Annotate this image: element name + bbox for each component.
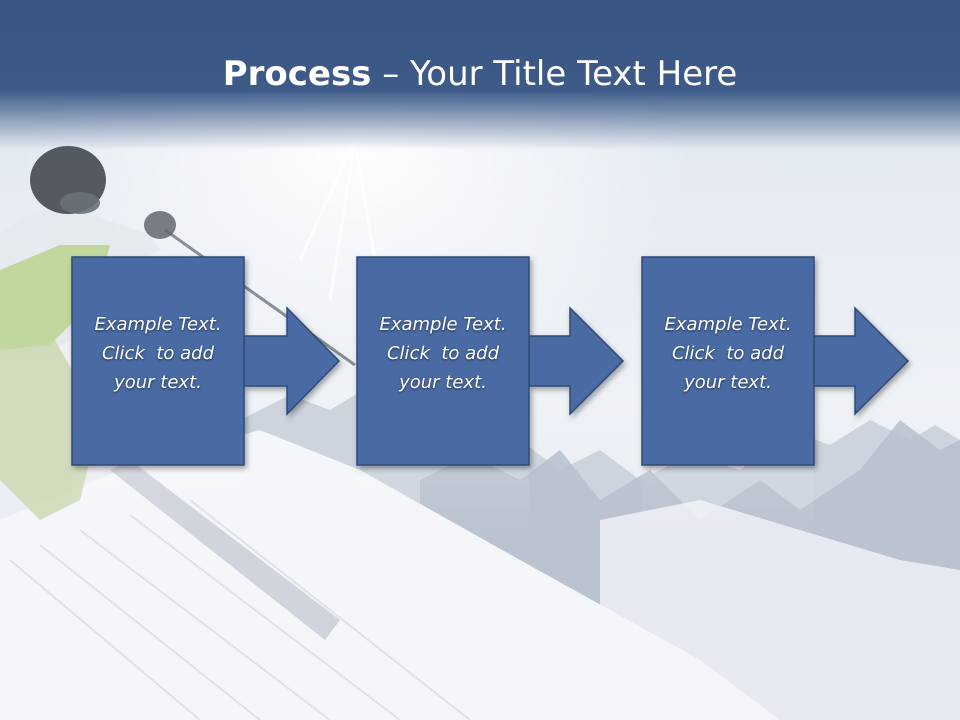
step-2-box[interactable] xyxy=(356,256,530,466)
step-1-arrow xyxy=(243,306,341,416)
title-rest-part: – Your Title Text Here xyxy=(371,54,738,94)
step-1-text[interactable]: Example Text. Click to add your text. xyxy=(71,310,245,397)
step-2-line-3: your text. xyxy=(399,372,487,393)
step-3-line-2: Click to add xyxy=(671,343,784,364)
step-3-line-3: your text. xyxy=(684,372,772,393)
slide-title[interactable]: Process – Your Title Text Here xyxy=(0,52,960,96)
step-3-arrow xyxy=(813,306,910,416)
step-2[interactable] xyxy=(356,256,625,466)
step-3[interactable] xyxy=(641,256,910,466)
step-2-arrow xyxy=(528,306,625,416)
title-bar xyxy=(0,0,960,150)
step-3-line-1: Example Text. xyxy=(664,314,792,335)
step-1-line-2: Click to add xyxy=(101,343,214,364)
step-2-line-1: Example Text. xyxy=(379,314,507,335)
title-bold-part: Process xyxy=(222,54,372,94)
step-1-line-3: your text. xyxy=(114,372,202,393)
step-1[interactable] xyxy=(71,256,341,466)
step-3-box[interactable] xyxy=(641,256,815,466)
step-2-line-2: Click to add xyxy=(386,343,499,364)
step-3-text[interactable]: Example Text. Click to add your text. xyxy=(641,310,815,397)
step-1-line-1: Example Text. xyxy=(94,314,222,335)
step-2-text[interactable]: Example Text. Click to add your text. xyxy=(356,310,530,397)
step-1-box[interactable] xyxy=(71,256,245,466)
step-reflections xyxy=(72,468,814,538)
